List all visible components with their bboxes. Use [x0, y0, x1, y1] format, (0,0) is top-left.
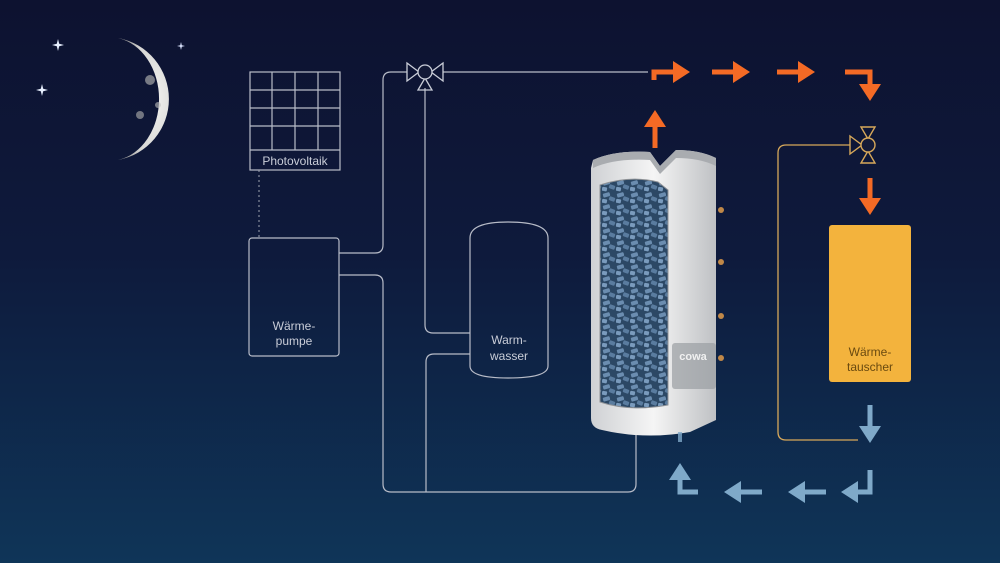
warm-water-label-line1: Warm-: [491, 333, 527, 347]
heat-exchanger-label-line2: tauscher: [847, 360, 893, 374]
valve-icon: [406, 61, 444, 91]
arrow-down-icon: [859, 405, 881, 443]
photovoltaik-panel: Photovoltaik: [249, 71, 341, 171]
heat-pump: Wärme- pumpe: [248, 237, 340, 357]
arrow-down-icon: [845, 69, 881, 101]
arrow-left-icon: [841, 470, 873, 503]
arrow-right-icon: [651, 61, 690, 83]
heat-pump-label-line2: pumpe: [276, 334, 313, 348]
heat-exchanger: Wärme- tauscher: [829, 225, 911, 382]
arrow-left-icon: [788, 481, 826, 503]
star-icon: [36, 84, 48, 96]
hot-flow: [644, 61, 881, 215]
photovoltaik-label: Photovoltaik: [262, 154, 328, 168]
arrow-right-icon: [712, 61, 750, 83]
storage-brand-label: cowa: [679, 351, 707, 363]
heat-pump-label-line1: Wärme-: [273, 319, 316, 333]
arrow-right-icon: [777, 61, 815, 83]
star-icon: [52, 39, 64, 51]
pipes: [339, 71, 648, 493]
stars: [36, 39, 185, 96]
arrow-down-icon: [859, 178, 881, 215]
arrow-up-icon: [669, 463, 698, 495]
star-icon: [177, 42, 185, 50]
arrow-left-icon: [724, 481, 762, 503]
arrow-up-icon: [644, 110, 666, 148]
heat-exchanger-label-line1: Wärme-: [849, 345, 892, 359]
warm-water-label-line2: wasser: [489, 349, 528, 363]
bypass-line: [777, 144, 858, 441]
storage-tank: cowa: [591, 150, 724, 436]
warm-water-tank: Warm- wasser: [469, 221, 549, 379]
cold-flow: [669, 405, 881, 503]
valve-icon: [849, 126, 877, 164]
moon-icon: [118, 38, 169, 160]
